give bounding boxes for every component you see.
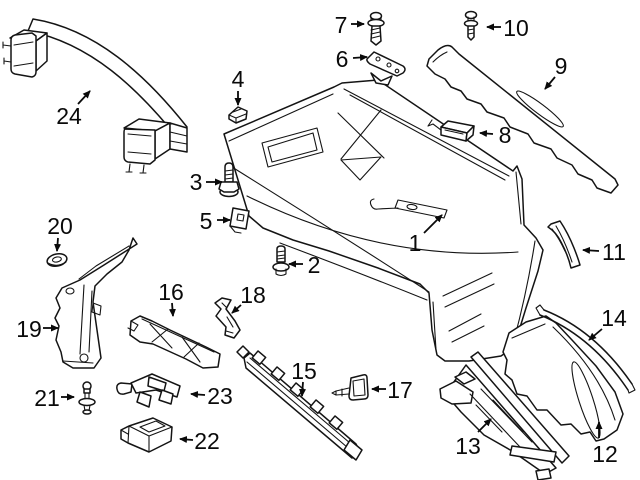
callout-17: 17	[371, 377, 413, 403]
callout-15-arrow	[299, 381, 306, 397]
callout-23: 23	[190, 383, 233, 409]
part-4-retainer-clip	[228, 106, 248, 124]
part-18-corner-bracket	[214, 297, 241, 339]
part-13-mounting-support	[439, 351, 570, 480]
part-10-push-pin-rivet	[463, 10, 479, 41]
callout-8-label: 8	[499, 122, 512, 148]
callout-4: 4	[232, 66, 245, 106]
callout-9-label: 9	[555, 53, 568, 79]
callout-21: 21	[34, 385, 75, 411]
callout-3-label: 3	[190, 169, 203, 195]
callout-7: 7	[335, 12, 365, 38]
callout-12-label: 12	[592, 441, 618, 467]
part-3-flange-bolt	[218, 162, 240, 198]
callout-13: 13	[455, 418, 492, 459]
part-15-energy-absorber	[236, 345, 363, 461]
callout-3: 3	[190, 169, 223, 195]
callout-14: 14	[588, 305, 627, 341]
callout-6-arrow	[352, 54, 368, 61]
callout-1: 1	[409, 214, 443, 256]
callout-18-label: 18	[240, 282, 266, 308]
part-20-grommet	[46, 253, 68, 267]
callout-9: 9	[544, 53, 568, 90]
part-19-side-support-bracket	[54, 237, 138, 369]
part-11-side-spacer-strip	[547, 220, 581, 269]
callout-20: 20	[47, 213, 73, 252]
callout-17-label: 17	[387, 377, 413, 403]
part-1-bumper-cover	[223, 79, 544, 362]
callout-20-arrow	[54, 237, 62, 252]
part-5-retainer-bracket	[229, 207, 250, 234]
part-12-lower-trim-panel	[502, 315, 624, 442]
callout-22-arrow	[179, 436, 194, 444]
part-17-pin-fastener	[331, 374, 369, 401]
callout-18: 18	[231, 282, 266, 314]
callout-8: 8	[479, 122, 512, 148]
part-2-flange-bolt	[272, 245, 290, 277]
callout-8-arrow	[479, 130, 494, 138]
callout-24: 24	[56, 90, 91, 129]
part-16-side-rail-bracket	[127, 315, 221, 369]
part-7-screw	[367, 11, 385, 46]
callout-14-arrow	[588, 328, 603, 341]
callout-23-arrow	[190, 391, 206, 398]
callout-10-label: 10	[503, 15, 529, 41]
part-21-push-rivet	[78, 381, 96, 415]
callout-6: 6	[336, 46, 368, 72]
callout-14-label: 14	[601, 305, 627, 331]
callout-1-arrow	[423, 214, 443, 234]
callout-20-label: 20	[47, 213, 73, 239]
callout-6-label: 6	[336, 46, 349, 72]
callout-22-label: 22	[194, 428, 220, 454]
callout-19-label: 19	[16, 316, 42, 342]
callout-9-arrow	[544, 76, 556, 90]
callout-12: 12	[592, 421, 618, 467]
callout-11-arrow	[582, 246, 600, 254]
callout-13-arrow	[477, 418, 492, 433]
callout-11-label: 11	[602, 239, 626, 265]
callout-2: 2	[288, 252, 321, 278]
callout-5-label: 5	[200, 208, 213, 234]
callout-10: 10	[486, 15, 529, 41]
callout-13-label: 13	[455, 433, 481, 459]
callout-18-arrow	[231, 304, 242, 314]
part-9-lower-valance-panel	[426, 44, 619, 194]
part-8-bracket	[427, 119, 475, 142]
part-24-impact-bar	[2, 18, 188, 174]
part-23-center-bracket	[116, 373, 181, 408]
callout-15-label: 15	[291, 358, 317, 384]
callout-16-label: 16	[158, 279, 184, 305]
callout-16-arrow	[168, 302, 176, 317]
callout-22: 22	[179, 428, 220, 454]
callout-21-label: 21	[34, 385, 60, 411]
callout-23-label: 23	[207, 383, 233, 409]
callout-1-label: 1	[409, 230, 422, 256]
callout-19: 19	[16, 316, 59, 342]
callout-5: 5	[200, 208, 231, 234]
callout-7-label: 7	[335, 12, 348, 38]
part-22-box-bracket	[120, 417, 173, 453]
callout-2-label: 2	[308, 252, 321, 278]
callout-24-arrow	[77, 90, 91, 105]
callout-4-label: 4	[232, 66, 245, 92]
callout-15: 15	[291, 358, 317, 397]
callout-11: 11	[582, 239, 626, 265]
callout-16: 16	[158, 279, 184, 317]
callout-24-label: 24	[56, 103, 82, 129]
